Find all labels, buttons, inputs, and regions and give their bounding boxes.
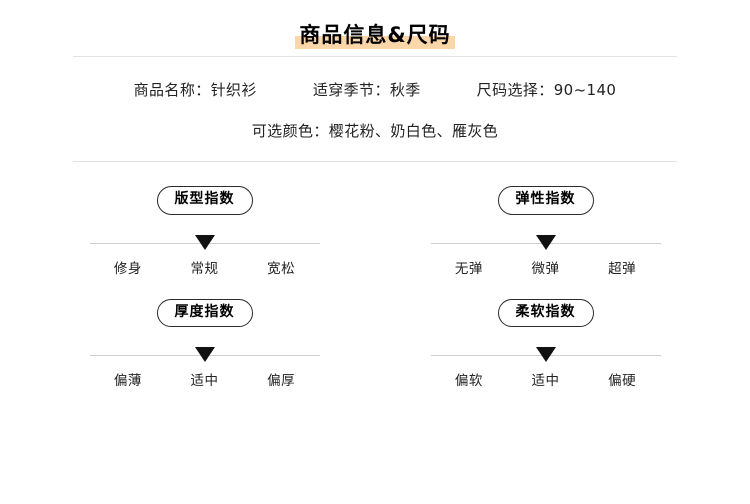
index-thickness-scale xyxy=(89,347,320,363)
size-field: 尺码选择：90~140 xyxy=(477,79,617,100)
index-elasticity-scale xyxy=(430,234,661,250)
index-softness: 柔软指数 偏软 适中 偏硬 xyxy=(375,298,716,389)
product-name-value: 针织衫 xyxy=(210,81,257,100)
index-elasticity-option-0: 无弹 xyxy=(454,260,483,277)
index-softness-marker-triangle-icon xyxy=(535,347,556,363)
index-fit-option-1: 常规 xyxy=(190,260,219,277)
index-softness-option-1: 适中 xyxy=(531,373,560,390)
page-header: 商品信息&尺码 xyxy=(0,0,750,50)
size-label: 尺码选择： xyxy=(476,81,554,100)
index-fit-option-0: 修身 xyxy=(113,260,142,277)
index-elasticity-option-1: 微弹 xyxy=(531,260,560,277)
index-thickness: 厚度指数 偏薄 适中 偏厚 xyxy=(34,298,375,389)
index-thickness-option-1: 适中 xyxy=(190,373,219,390)
divider-bottom xyxy=(73,161,677,163)
index-thickness-labels: 偏薄 适中 偏厚 xyxy=(90,369,320,389)
product-info-block: 商品名称：针织衫 适穿季节：秋季 尺码选择：90~140 可选颜色：樱花粉、奶白… xyxy=(0,57,750,161)
index-fit-option-2: 宽松 xyxy=(267,260,296,277)
index-thickness-option-2: 偏厚 xyxy=(267,373,296,390)
product-info-row-secondary: 可选颜色：樱花粉、奶白色、雁灰色 xyxy=(0,120,750,141)
index-softness-scale xyxy=(430,347,661,363)
page-title-text: 商品信息&尺码 xyxy=(299,23,451,47)
season-value: 秋季 xyxy=(389,81,421,100)
divider-top xyxy=(73,56,677,58)
title-highlight-band xyxy=(295,36,455,50)
index-softness-labels: 偏软 适中 偏硬 xyxy=(431,369,661,389)
index-fit-marker-triangle-icon xyxy=(194,234,215,250)
index-elasticity-labels: 无弹 微弹 超弹 xyxy=(431,257,661,277)
index-fit-labels: 修身 常规 宽松 xyxy=(90,257,320,277)
index-elasticity-marker-triangle-icon xyxy=(535,234,556,250)
season-field: 适穿季节：秋季 xyxy=(313,79,421,100)
color-value: 樱花粉、奶白色、雁灰色 xyxy=(328,122,499,141)
color-field: 可选颜色：樱花粉、奶白色、雁灰色 xyxy=(252,120,498,141)
index-grid: 版型指数 修身 常规 宽松 弹性指数 无弹 微弹 超弹 厚度指数 偏薄 xyxy=(0,186,750,389)
season-label: 适穿季节： xyxy=(312,81,390,100)
index-softness-option-0: 偏软 xyxy=(454,373,483,390)
product-info-row-primary: 商品名称：针织衫 适穿季节：秋季 尺码选择：90~140 xyxy=(0,79,750,100)
index-fit-scale xyxy=(89,234,320,250)
index-softness-option-2: 偏硬 xyxy=(608,373,637,390)
size-value: 90~140 xyxy=(553,81,617,100)
index-elasticity: 弹性指数 无弹 微弹 超弹 xyxy=(375,186,716,277)
page-title: 商品信息&尺码 xyxy=(295,22,455,50)
index-fit: 版型指数 修身 常规 宽松 xyxy=(34,186,375,277)
color-label: 可选颜色： xyxy=(251,122,329,141)
index-thickness-badge: 厚度指数 xyxy=(156,298,253,328)
product-name-field: 商品名称：针织衫 xyxy=(134,79,257,100)
index-softness-badge: 柔软指数 xyxy=(497,298,594,328)
product-name-label: 商品名称： xyxy=(133,81,211,100)
index-thickness-marker-triangle-icon xyxy=(194,347,215,363)
index-thickness-option-0: 偏薄 xyxy=(113,373,142,390)
index-fit-badge: 版型指数 xyxy=(156,186,253,215)
index-elasticity-badge: 弹性指数 xyxy=(497,186,594,215)
index-elasticity-option-2: 超弹 xyxy=(608,260,637,277)
